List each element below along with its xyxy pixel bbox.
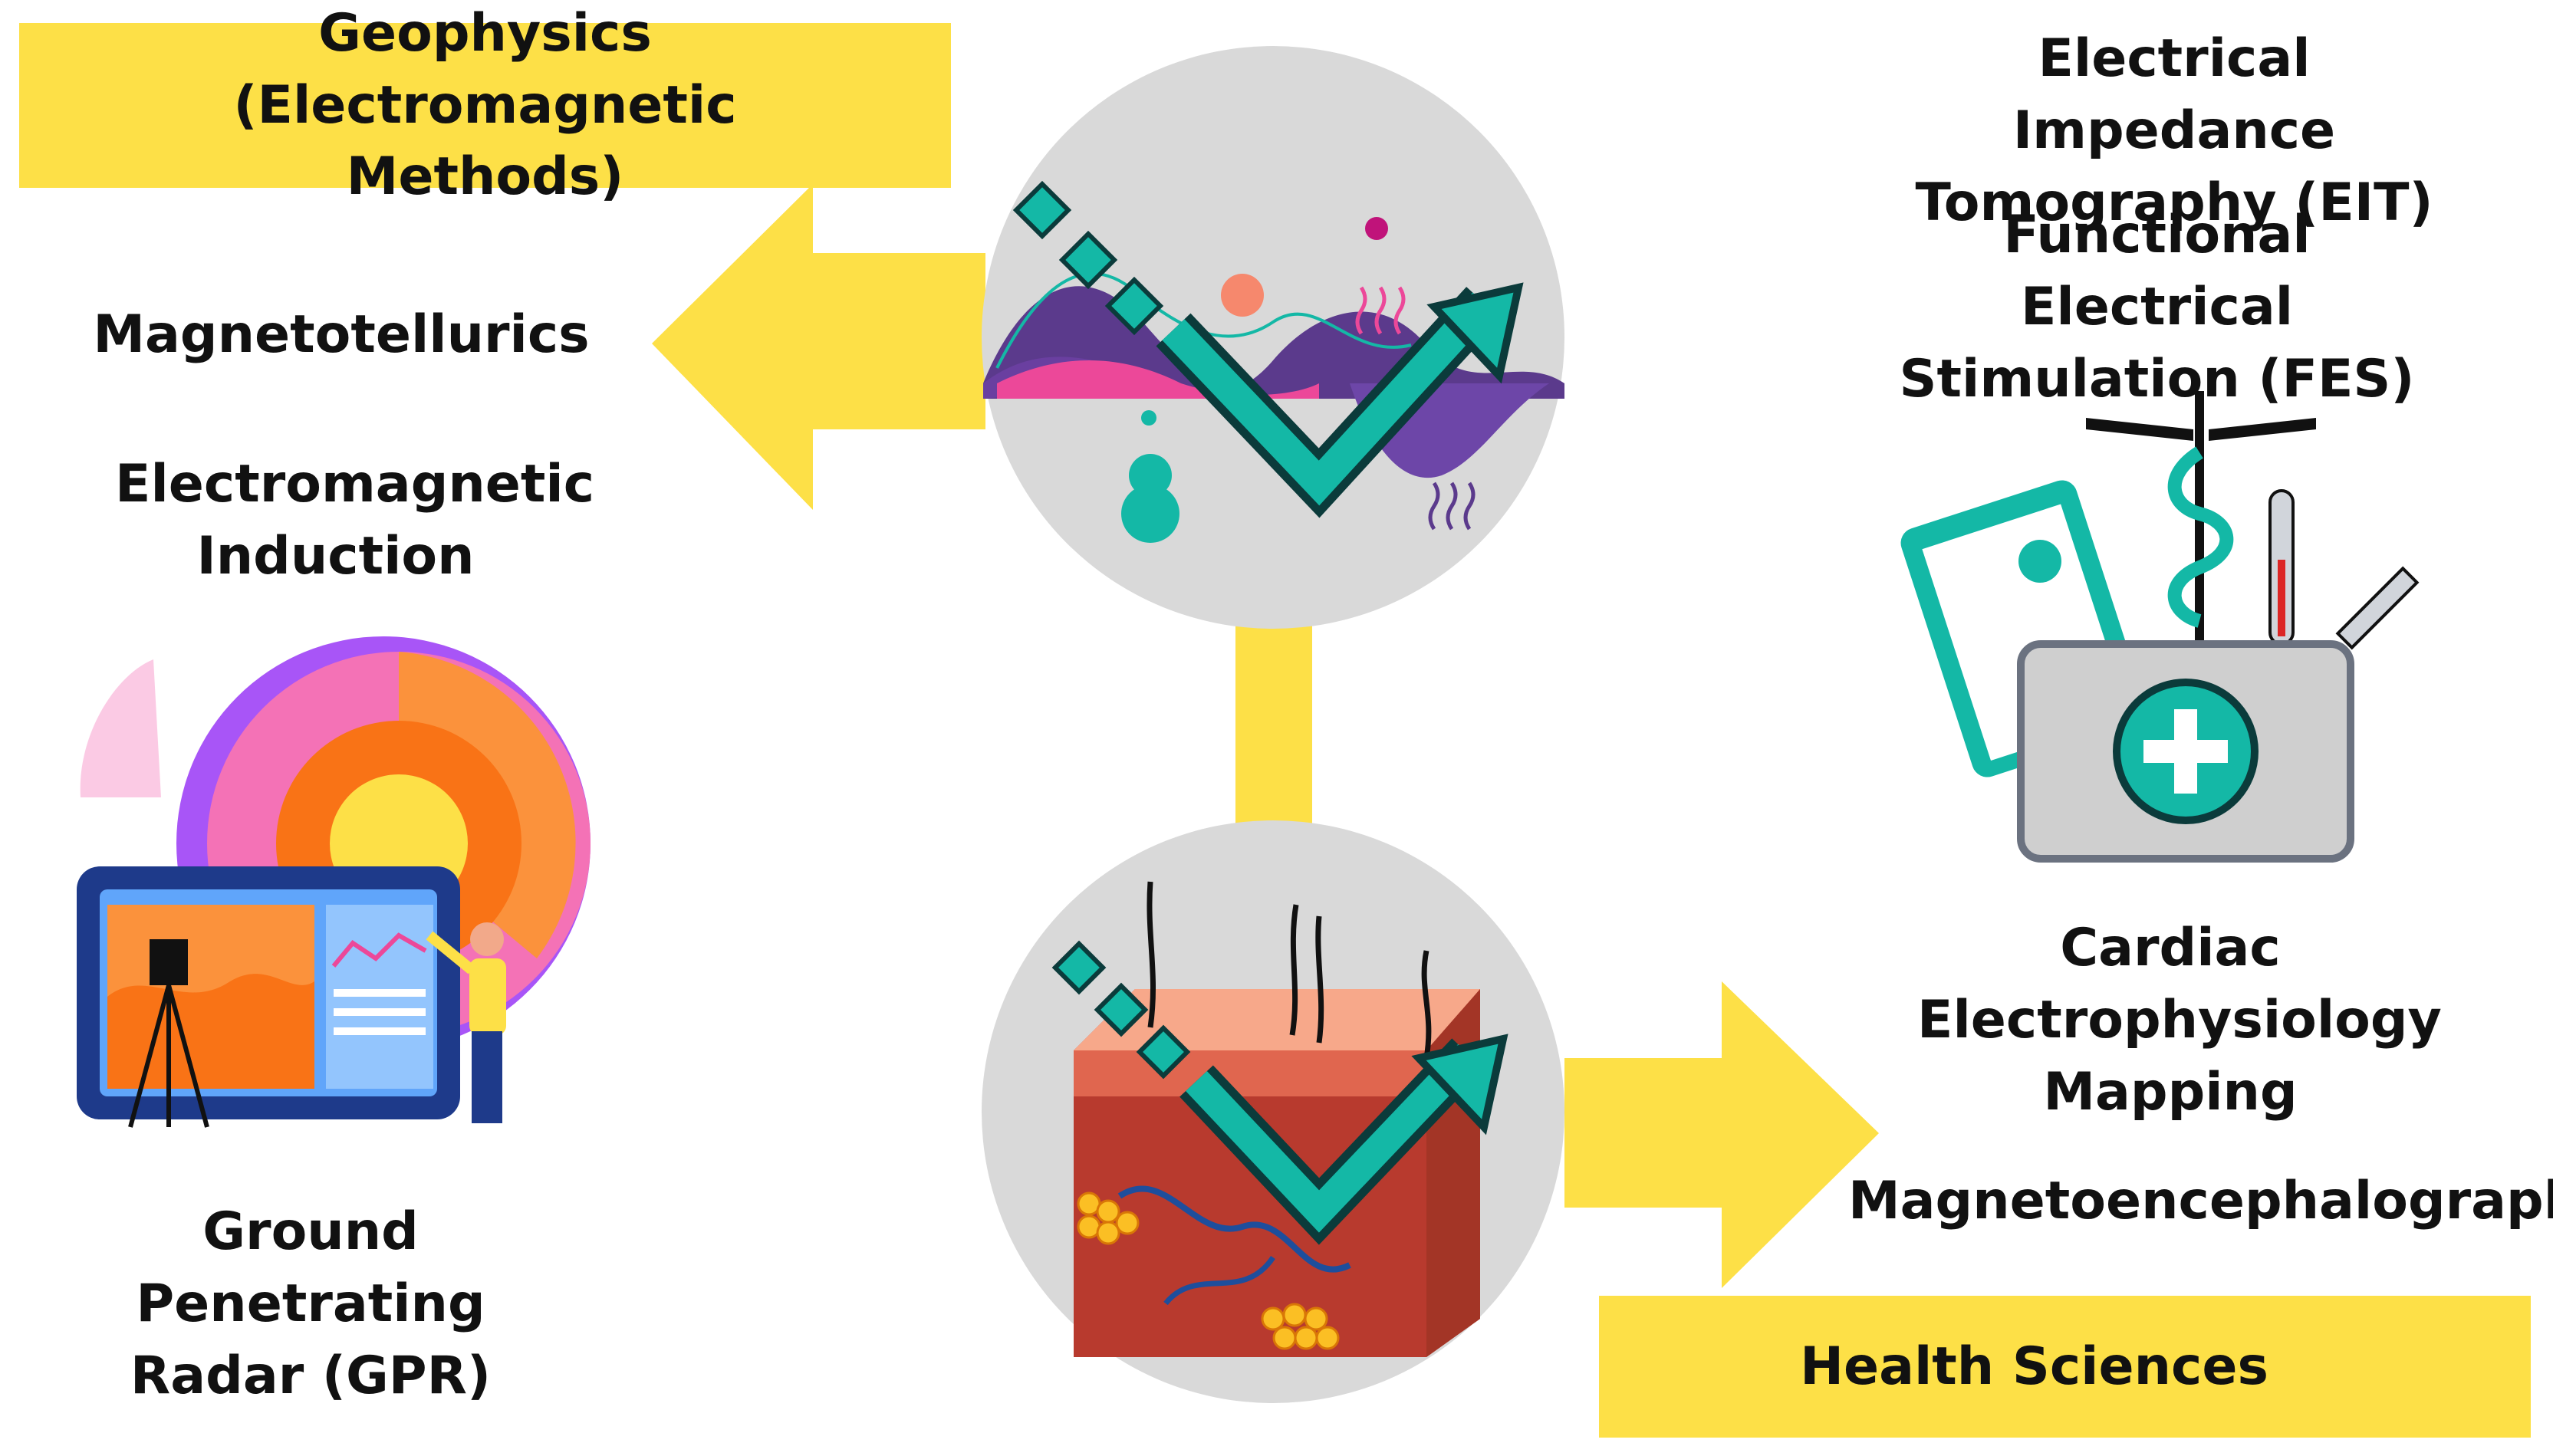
skin-circle (982, 820, 1564, 1403)
label-magnetotellurics: Magnetotellurics (93, 304, 590, 365)
geophysics-banner: Geophysics (Electromagnetic Methods) (19, 2, 951, 208)
left-arrow (652, 184, 985, 510)
label-cardiac-mapping: Cardiac Electrophysiology Mapping (1917, 918, 2442, 1122)
label-gpr: Ground Penetrating Radar (GPR) (130, 1201, 492, 1406)
label-eit: Electrical Impedance Tomography (EIT) (1915, 28, 2433, 233)
label-electromagnetic-induction: Electromagnetic Induction (115, 454, 595, 587)
health-sciences-banner: Health Sciences (1599, 1296, 2531, 1438)
label-magnetoencephalography: Magnetoencephalography (1848, 1171, 2553, 1231)
health-sciences-heading: Health Sciences (1800, 1336, 2268, 1397)
medical-kit-illustration (1900, 391, 2420, 863)
label-fes: Functional Electrical Stimulation (FES) (1899, 205, 2415, 409)
signal-circle (982, 46, 1564, 629)
geophysics-heading: Geophysics (Electromagnetic Methods) (233, 2, 737, 208)
right-arrow (1564, 981, 1879, 1288)
earth-monitor-illustration (77, 636, 591, 1128)
